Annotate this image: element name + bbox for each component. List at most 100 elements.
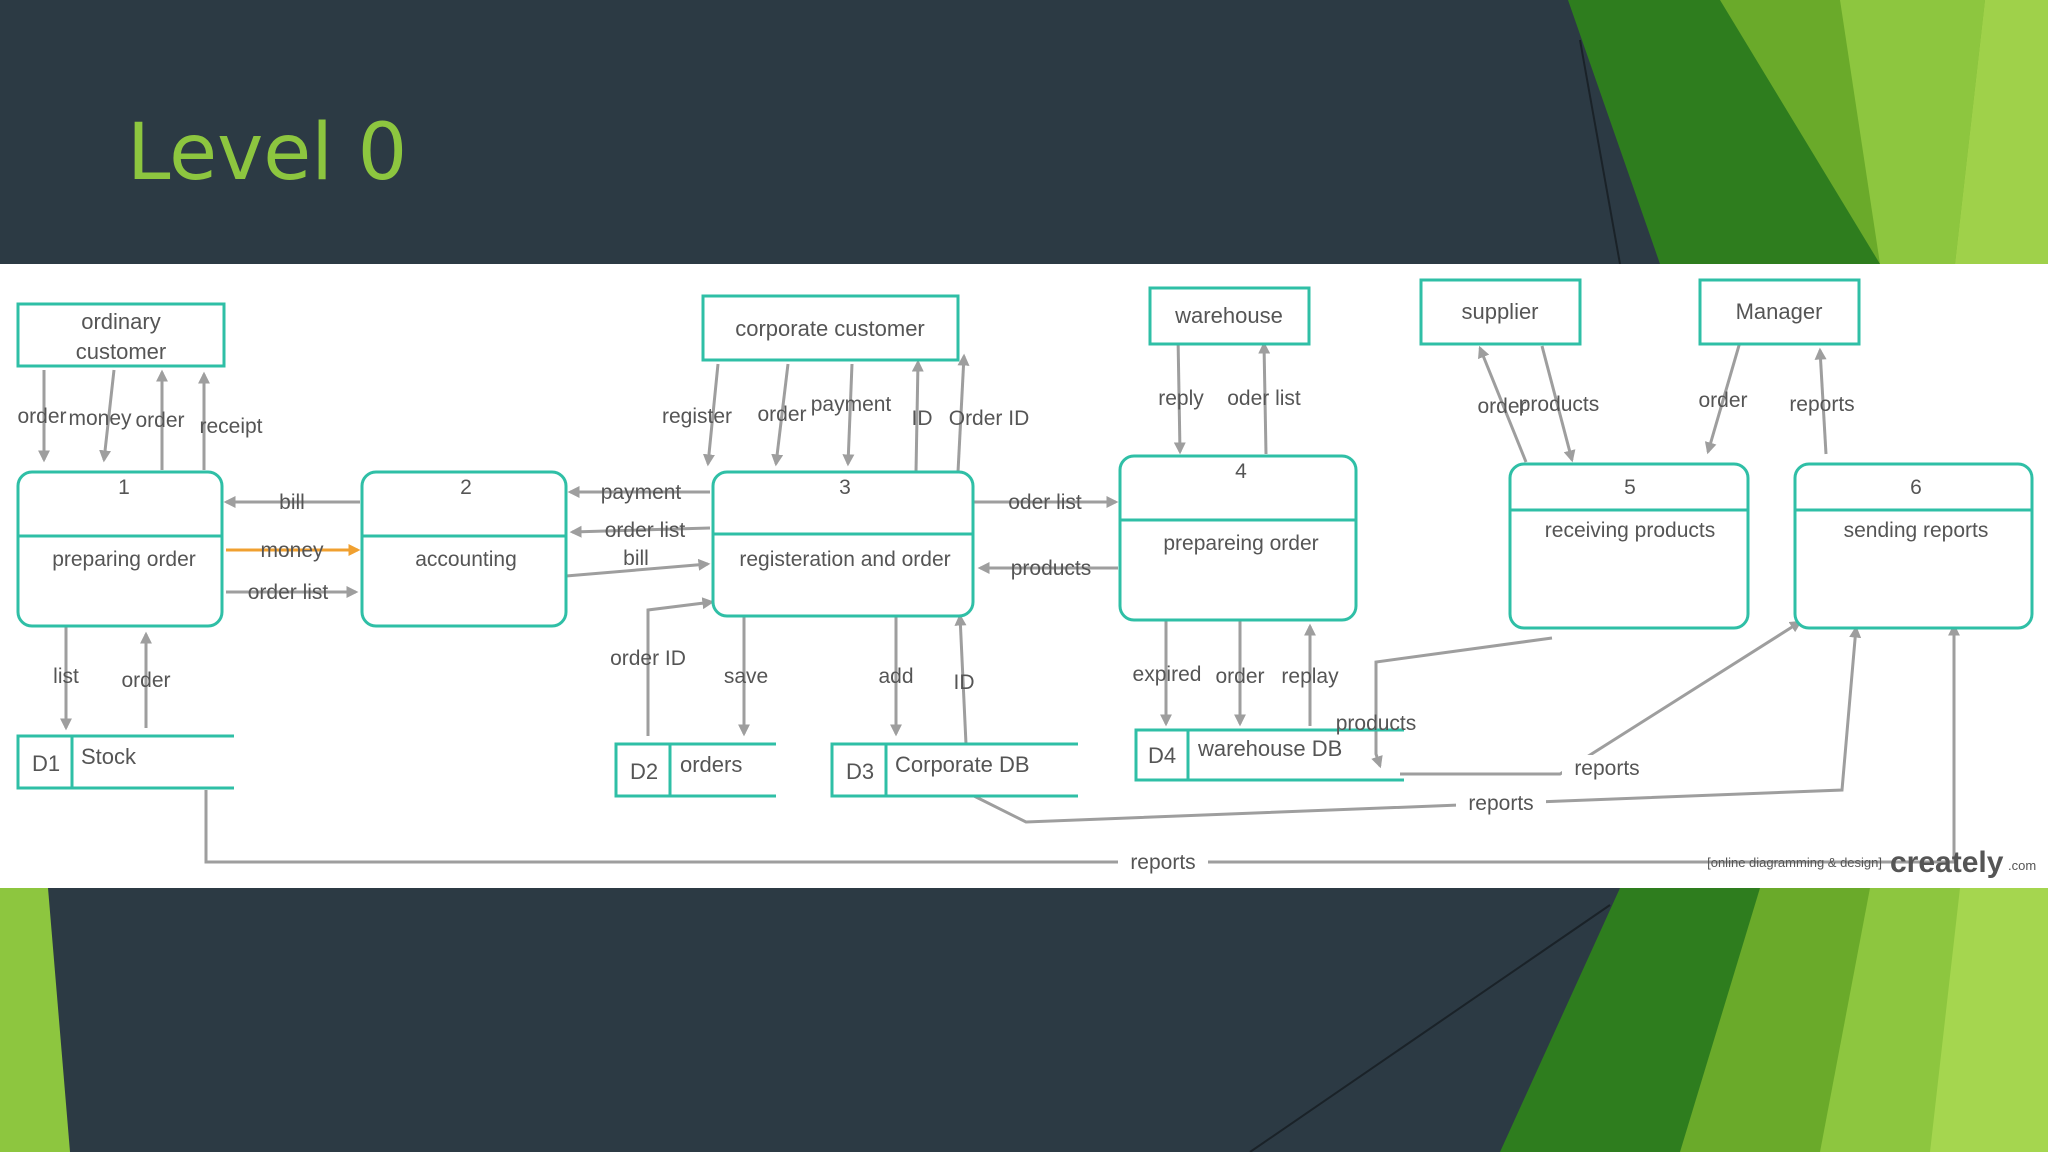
flow-label-order: order [135, 409, 184, 432]
flow-label-save: save [724, 665, 768, 688]
entity-label-line-2: customer [76, 339, 166, 364]
flow-label-money: money [68, 407, 132, 430]
flow-label-order: order [1698, 389, 1747, 412]
process-2: 2 accounting [360, 470, 568, 628]
flow-arrow-oder-list-wh [1258, 341, 1271, 455]
flow-label-reply: reply [1158, 387, 1204, 410]
flow-arrow-money [99, 369, 116, 463]
data-flow-diagram: ordinary customer corporate customer war… [16, 278, 2036, 879]
flow-labels: order money order receipt bill money ord… [17, 387, 1854, 735]
flow-arrow-reports-manager [1814, 347, 1828, 455]
external-entity-ordinary-customer: ordinary customer [16, 302, 226, 368]
data-store-d2: D2 orders [614, 742, 776, 798]
process-number: 4 [1235, 460, 1247, 483]
flow-label-order: order [17, 405, 66, 428]
external-entity-supplier: supplier [1419, 278, 1582, 346]
external-entity-warehouse: warehouse [1148, 286, 1311, 346]
process-5: 5 receiving products [1508, 462, 1750, 630]
process-number: 5 [1624, 476, 1636, 499]
store-id: D3 [846, 759, 874, 784]
process-3: 3 registeration and order [711, 470, 975, 618]
flow-arrow-reports-d3 [973, 625, 1862, 824]
flow-label-expired: expired [1133, 663, 1202, 686]
flow-label-id: ID [912, 407, 933, 430]
flow-labels-on-lines: reports reports reports [1118, 755, 1652, 876]
process-number: 6 [1910, 476, 1922, 499]
flow-label-order: order [1477, 395, 1526, 418]
flow-label-products: products [1519, 393, 1600, 416]
flow-arrow-order-list-p3 [569, 525, 711, 538]
flow-label-id: ID [954, 671, 975, 694]
process-number: 2 [460, 476, 472, 499]
flow-arrow-order-manager [1704, 341, 1742, 455]
flow-label-products: products [1011, 557, 1092, 580]
watermark-tagline: [online diagramming & design] [1707, 855, 1882, 870]
flow-label-order-id: Order ID [949, 407, 1030, 430]
flow-label-money: money [260, 539, 324, 562]
flow-arrow-order-supplier [1478, 345, 1528, 463]
flow-arrow-id [911, 359, 924, 473]
store-id: D4 [1148, 743, 1176, 768]
flow-arrow-register [702, 363, 720, 467]
flow-lines [38, 335, 1960, 864]
process-number: 3 [839, 476, 851, 499]
data-store-d1: D1 Stock [16, 734, 234, 790]
flow-arrow-order-corp [771, 363, 790, 467]
store-name: Corporate DB [895, 752, 1030, 777]
flow-arrow-order-id-d2 [646, 597, 715, 736]
flow-label-payment: payment [811, 393, 892, 416]
process-4: 4 prepareing order [1118, 454, 1358, 622]
external-entity-corporate-customer: corporate customer [701, 294, 960, 362]
flow-arrow-reply [1173, 335, 1186, 455]
entity-label: supplier [1461, 299, 1538, 324]
diagram-panel: ordinary customer corporate customer war… [0, 264, 2048, 888]
external-entity-manager: Manager [1698, 278, 1861, 346]
flow-arrow-products-d4 [1371, 636, 1553, 769]
data-store-d3: D3 Corporate DB [830, 742, 1078, 798]
flow-label-order: order [121, 669, 170, 692]
flow-label-reports: reports [1130, 851, 1195, 874]
flow-label-list: list [53, 665, 79, 688]
entity-label: Manager [1736, 299, 1823, 324]
flow-label-order-list: order list [248, 581, 329, 604]
flow-label-order: order [757, 403, 806, 426]
flow-label-order-id: order ID [610, 647, 686, 670]
process-6: 6 sending reports [1793, 462, 2034, 630]
flow-label-order-list: order list [605, 519, 686, 542]
flow-label-reports: reports [1789, 393, 1854, 416]
flow-label-oder-list: oder list [1227, 387, 1301, 410]
entity-label: corporate customer [735, 316, 925, 341]
flow-arrow-bill-p3 [565, 558, 711, 578]
slide-title: Level 0 [127, 108, 408, 198]
creately-watermark: [online diagramming & design] creately .… [1707, 846, 2036, 879]
flow-label-reports: reports [1574, 757, 1639, 780]
store-name: warehouse DB [1197, 736, 1342, 761]
process-number: 1 [118, 476, 130, 499]
process-name: preparing order [52, 548, 196, 571]
flow-label-oder-list: oder list [1008, 491, 1082, 514]
entity-label: warehouse [1174, 303, 1283, 328]
store-id: D1 [32, 751, 60, 776]
store-name: Stock [81, 744, 137, 769]
flow-arrow-id-d3 [954, 613, 968, 745]
flow-label-add: add [878, 665, 913, 688]
flow-label-replay: replay [1281, 665, 1339, 688]
process-name: accounting [415, 548, 517, 571]
flow-arrow-products-supplier [1540, 345, 1576, 463]
store-id: D2 [630, 759, 658, 784]
process-1: 1 preparing order [16, 470, 224, 628]
watermark-brand: creately [1890, 846, 2004, 879]
flow-arrow-reports-d1 [204, 623, 1960, 864]
entity-label-line-1: ordinary [81, 309, 160, 334]
watermark-tld: .com [2008, 858, 2036, 873]
flow-label-payment: payment [601, 481, 682, 504]
flow-label-products: products [1336, 712, 1417, 735]
process-name: sending reports [1844, 519, 1989, 542]
process-name: prepareing order [1163, 532, 1318, 555]
flow-label-bill: bill [623, 547, 649, 570]
store-name: orders [680, 752, 742, 777]
flow-arrow-order-id [956, 353, 970, 473]
flow-label-receipt: receipt [199, 415, 262, 438]
process-name: registeration and order [739, 548, 950, 571]
